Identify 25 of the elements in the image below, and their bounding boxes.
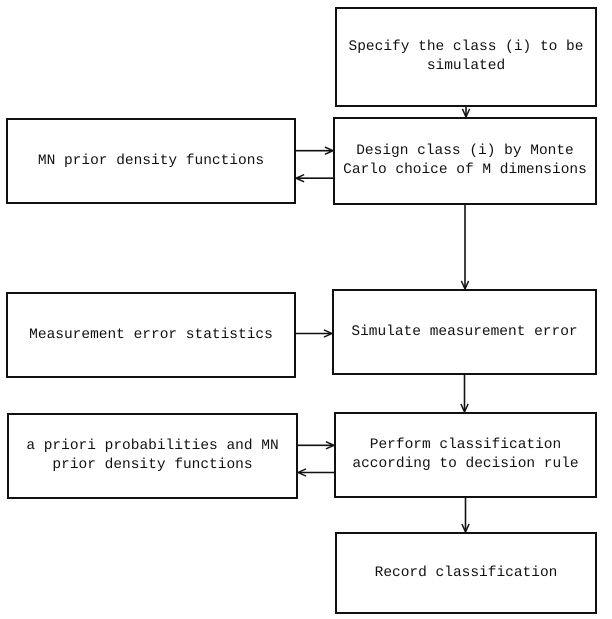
box-text: Simulate measurement error (350, 322, 579, 342)
arrow (295, 174, 333, 183)
process-box (332, 289, 597, 375)
process-box (335, 7, 597, 107)
process-box (333, 117, 597, 205)
arrow (297, 468, 334, 477)
process-box (334, 412, 597, 498)
process-box (335, 532, 597, 614)
box-text: Design class (i) by Monte Carlo choice of M dimensions (342, 142, 588, 180)
box-text: a priori probabilities and MN prior density functions (25, 437, 280, 475)
arrow (462, 107, 470, 118)
arrow (461, 498, 470, 533)
arrow (296, 146, 334, 155)
box-text: Record classification (374, 564, 558, 582)
arrow (460, 375, 469, 413)
process-box (6, 118, 296, 204)
box-text: Perform classification according to decision rule (351, 436, 580, 474)
arrow (298, 440, 335, 450)
arrow (460, 205, 470, 290)
box-text: Measurement error statistics (28, 326, 274, 344)
process-box (7, 413, 298, 499)
box-text: MN prior density functions (36, 152, 266, 170)
process-box (6, 292, 296, 378)
box-text: Specify the class (i) to be simulated (348, 38, 584, 76)
arrow (296, 329, 333, 338)
